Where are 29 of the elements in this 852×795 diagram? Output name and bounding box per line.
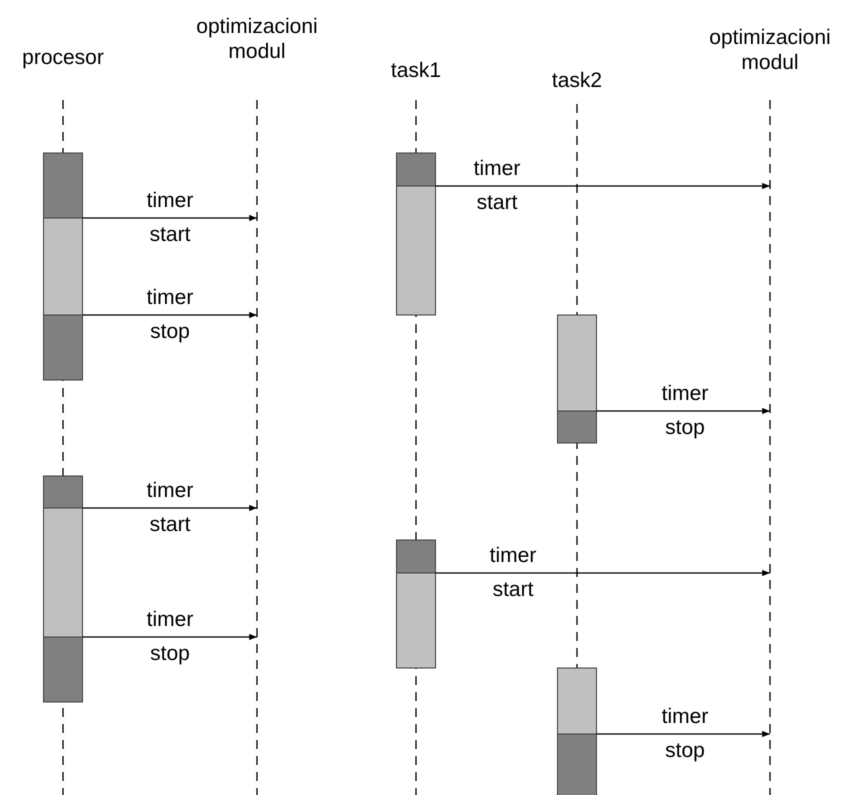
arrow bbox=[82, 214, 257, 222]
edge-label: timer start bbox=[146, 478, 194, 538]
edge-label: timer stop bbox=[660, 381, 710, 441]
edge-label: timer start bbox=[488, 543, 538, 603]
activation-bar bbox=[557, 668, 597, 795]
edge-label: timer start bbox=[146, 188, 194, 248]
arrow bbox=[596, 730, 770, 738]
arrow bbox=[436, 182, 770, 190]
lifeline bbox=[256, 100, 258, 795]
activation-bar bbox=[396, 540, 436, 668]
arrow bbox=[82, 634, 257, 640]
participant-name: task1 bbox=[390, 58, 442, 83]
edge-label: timer start bbox=[472, 156, 522, 216]
arrow bbox=[82, 312, 257, 318]
edge-label: timer stop bbox=[146, 285, 194, 345]
activation-bar bbox=[43, 476, 83, 702]
edge-label: timer stop bbox=[146, 607, 194, 667]
activation-bar bbox=[396, 152, 436, 316]
arrow bbox=[596, 408, 770, 414]
participant-name: optimizacioni modul bbox=[708, 25, 832, 75]
edge-label: timer stop bbox=[660, 704, 710, 764]
activation-bar bbox=[43, 152, 83, 380]
arrow bbox=[82, 504, 257, 512]
participant-name: task2 bbox=[550, 68, 604, 93]
participant-name: optimizacioni modul bbox=[195, 14, 319, 64]
arrow bbox=[436, 570, 770, 576]
lifeline bbox=[769, 100, 771, 795]
activation-bar bbox=[557, 314, 597, 444]
participant-name: procesor bbox=[21, 45, 105, 70]
